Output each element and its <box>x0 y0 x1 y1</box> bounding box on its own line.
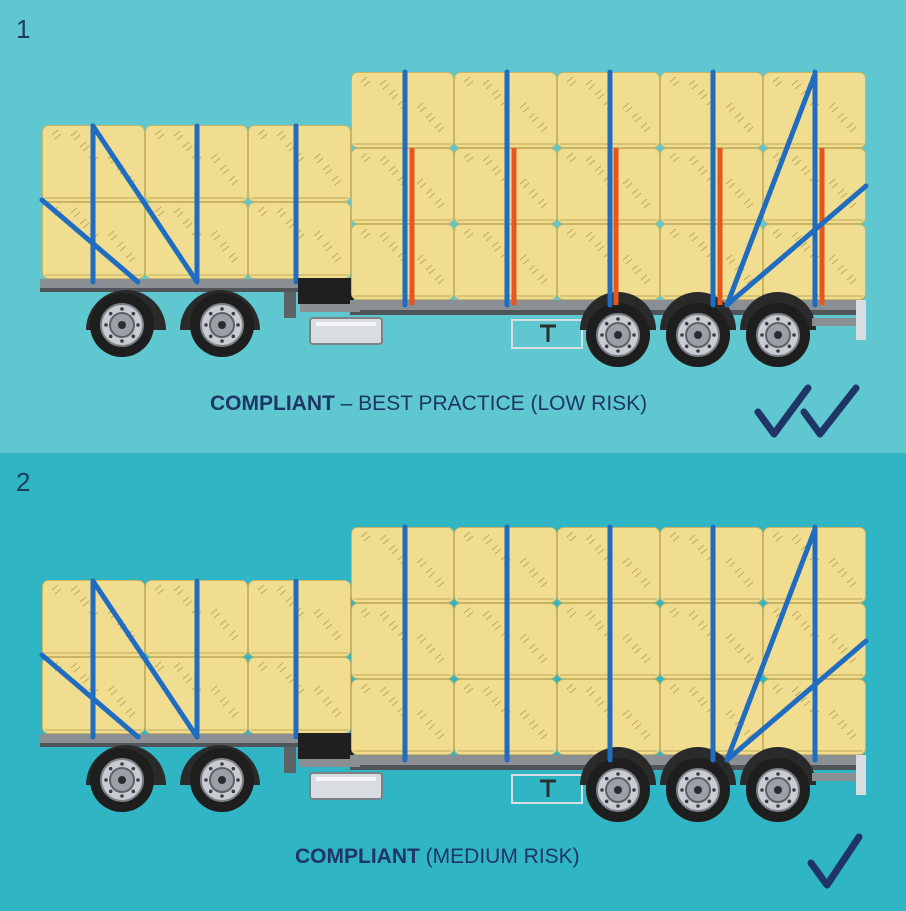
panel-best-practice: 1 COMPLIANT – BEST PRACTICE (LOW RISK) <box>0 0 906 453</box>
wheel <box>746 303 810 367</box>
wheel <box>746 758 810 822</box>
fuel-tank <box>310 318 382 344</box>
trailer-deck <box>40 734 298 743</box>
coupling <box>298 278 354 304</box>
hay-bale <box>249 581 351 657</box>
hay-bale <box>249 203 351 279</box>
caption-bold: COMPLIANT <box>210 392 335 415</box>
trailer-deck <box>40 279 298 288</box>
fuel-tank <box>310 773 382 799</box>
caption-rest: (MEDIUM RISK) <box>420 845 580 868</box>
panel-number: 1 <box>16 14 30 45</box>
caption-rest: – BEST PRACTICE (LOW RISK) <box>335 392 647 415</box>
double-check-icon <box>752 382 867 442</box>
check-icon <box>805 831 865 891</box>
wheel <box>666 303 730 367</box>
truck-illustration-2 <box>0 453 906 911</box>
panel-number: 2 <box>16 467 30 498</box>
wheel <box>90 293 154 357</box>
wheel <box>190 293 254 357</box>
wheel <box>586 303 650 367</box>
wheel <box>190 748 254 812</box>
wheel <box>666 758 730 822</box>
coupling <box>298 733 354 759</box>
caption-bold: COMPLIANT <box>295 845 420 868</box>
caption: COMPLIANT – BEST PRACTICE (LOW RISK) <box>210 392 647 416</box>
hay-bale <box>249 126 351 202</box>
panel-medium-risk: 2 COMPLIANT (MEDIUM RISK) <box>0 453 906 911</box>
hay-bale <box>249 658 351 734</box>
caption: COMPLIANT (MEDIUM RISK) <box>295 845 580 869</box>
wheel <box>90 748 154 812</box>
wheel <box>586 758 650 822</box>
